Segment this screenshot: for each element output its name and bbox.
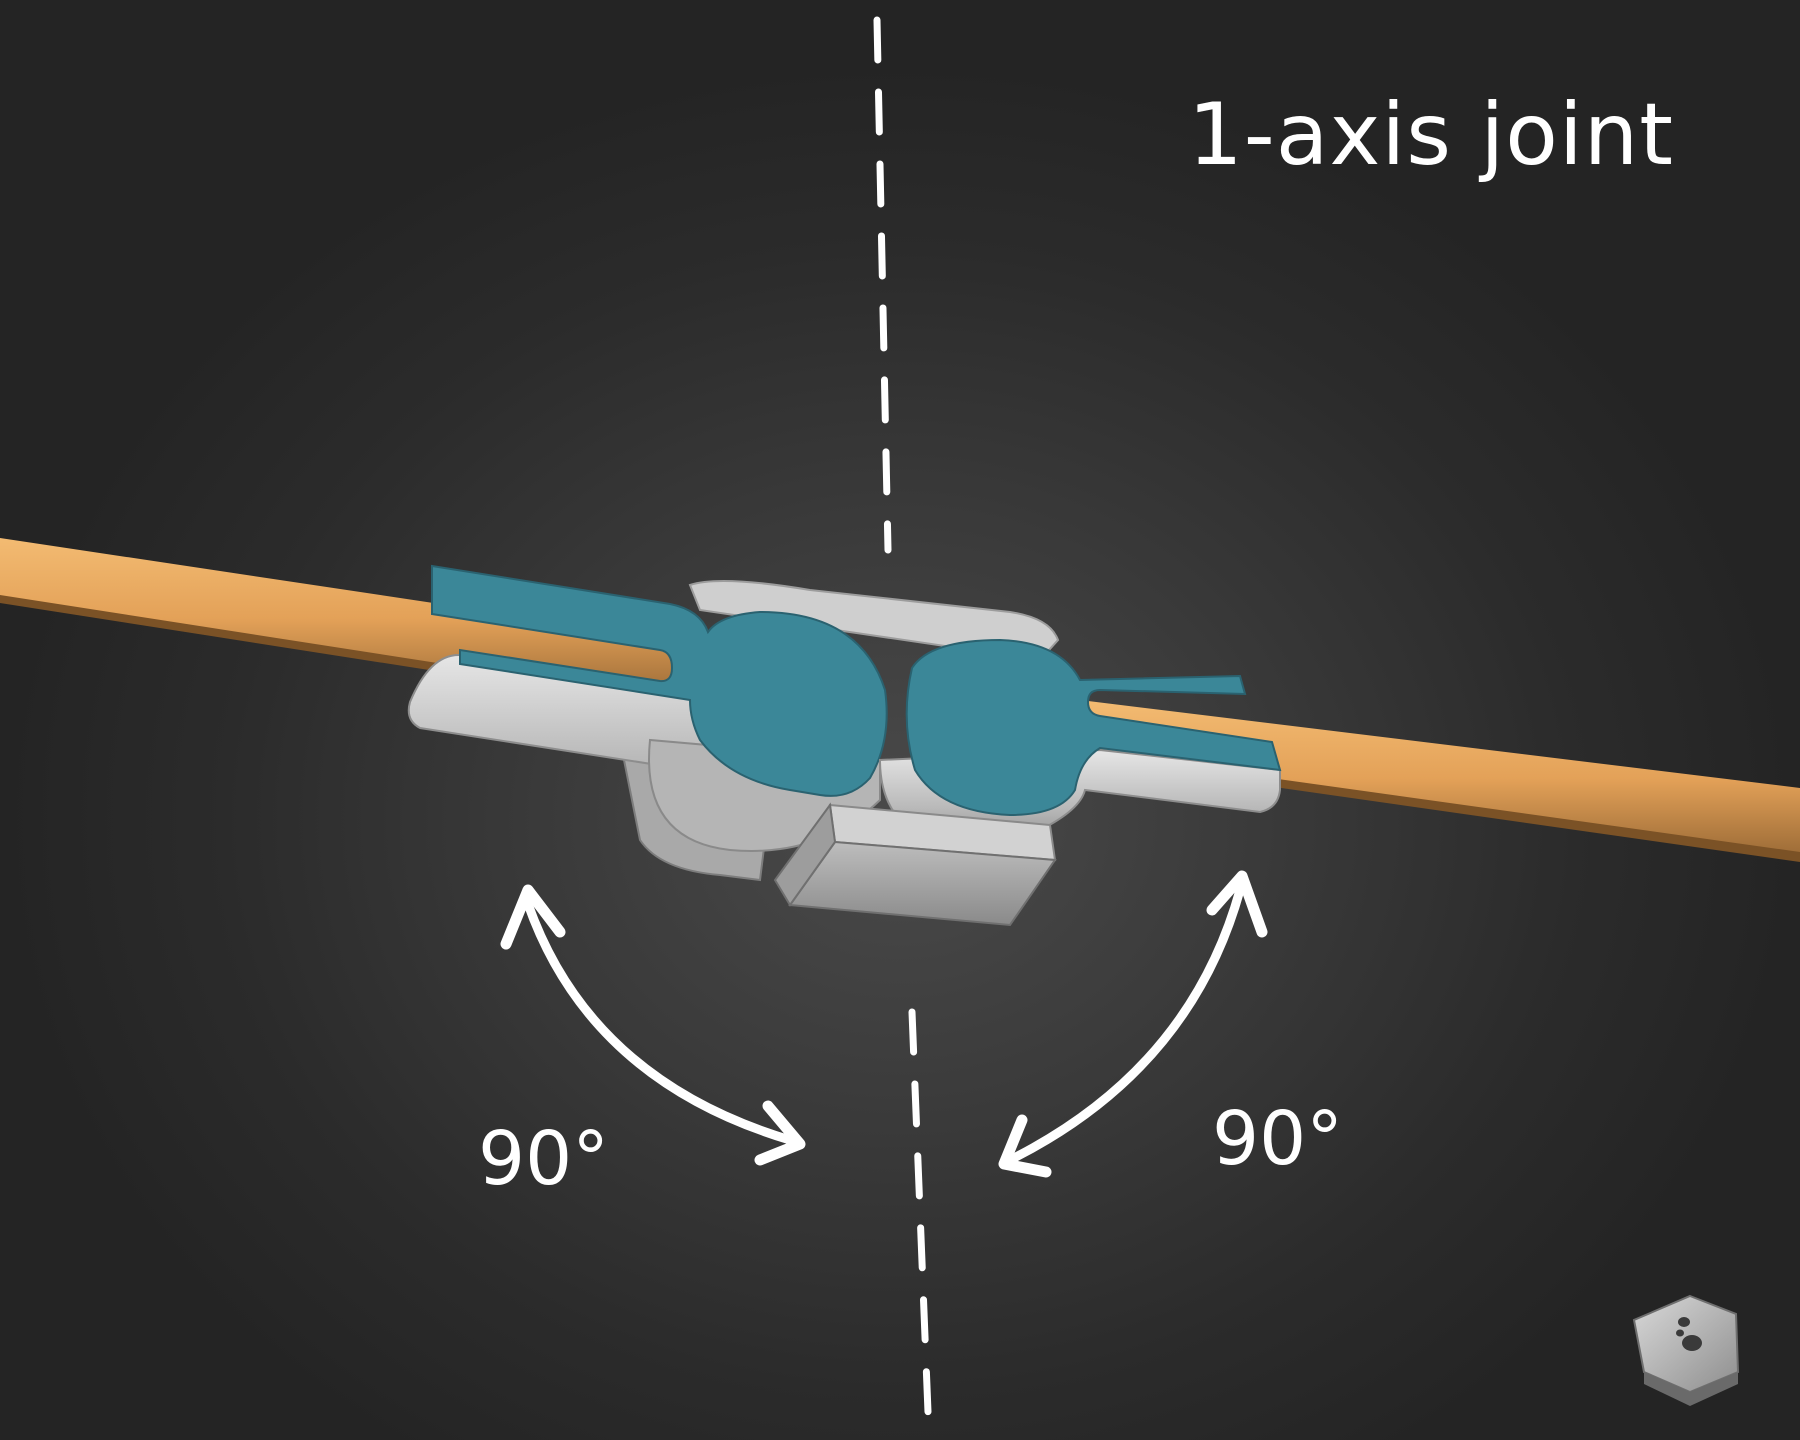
socket-left (407, 564, 888, 852)
locking-block (773, 802, 1057, 927)
diagram-title: 1-axis joint (1188, 85, 1675, 185)
angle-label-left: 90° (478, 1116, 610, 1202)
rotation-arrow-left (500, 884, 806, 1166)
rotation-arrow-right (998, 870, 1268, 1178)
socket-left-face (431, 564, 888, 797)
axis-line-lower (908, 1008, 932, 1416)
hexagon-nut-logo-icon (1632, 1294, 1740, 1406)
socket-right-face (905, 638, 1282, 817)
angle-label-right: 90° (1212, 1096, 1344, 1182)
axis-line-upper (873, 16, 892, 554)
